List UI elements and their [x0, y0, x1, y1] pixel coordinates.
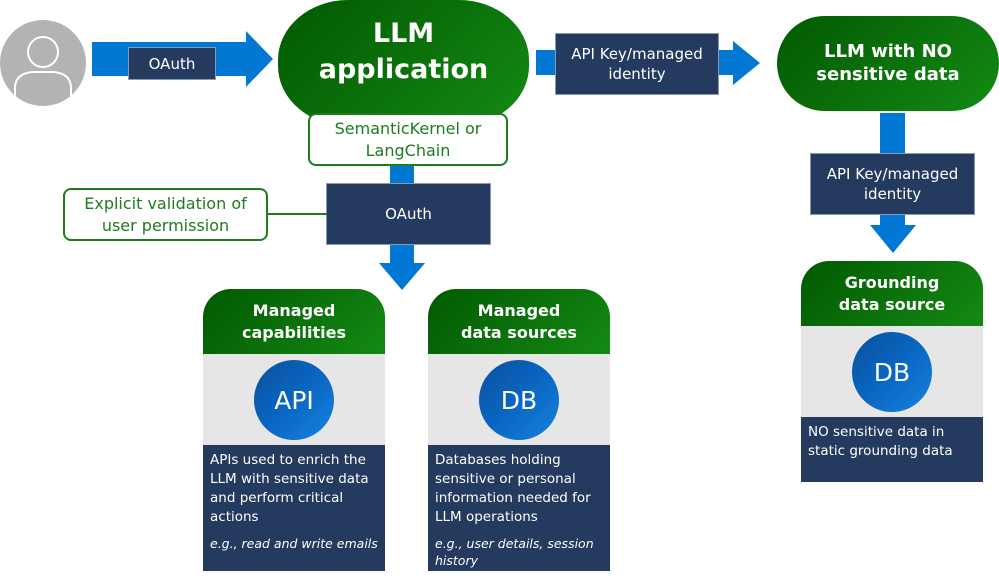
card-header: Managed data sources — [428, 289, 610, 354]
managed-data-sources-card: Managed data sources DB Databases holdin… — [428, 289, 610, 571]
card-description-text: NO sensitive data in static grounding da… — [808, 424, 953, 459]
card-description: APIs used to enrich the LLM with sensiti… — [203, 445, 385, 571]
grounding-data-source-card: Grounding data source DB NO sensitive da… — [801, 261, 983, 482]
validation-note: Explicit validation of user permission — [63, 188, 268, 241]
card-title-line2: capabilities — [242, 322, 346, 342]
card-description: NO sensitive data in static grounding da… — [801, 417, 983, 482]
card-example-text: e.g., read and write emails — [210, 536, 378, 551]
database-icon: DB — [479, 360, 559, 440]
api-icon: API — [254, 360, 334, 440]
llm-application-node: LLM application — [278, 0, 529, 126]
card-description-text: APIs used to enrich the LLM with sensiti… — [210, 452, 369, 525]
llm-no-sensitive-line1: LLM with NO — [824, 41, 952, 62]
validation-line2: user permission — [101, 215, 230, 235]
card-example-text: e.g., user details, session history — [435, 536, 594, 568]
card-icon-panel: DB — [801, 326, 983, 417]
arrow-llm-to-grounding-head — [870, 225, 916, 253]
card-title-line1: Managed — [477, 300, 561, 320]
card-title-line1: Managed — [252, 300, 336, 320]
card-title-line2: data sources — [461, 322, 577, 342]
framework-line2: LangChain — [365, 140, 451, 160]
llm-no-sensitive-line2: sensitive data — [816, 64, 960, 85]
managed-capabilities-card: Managed capabilities API APIs used to en… — [203, 289, 385, 571]
oauth-label-middle: OAuth — [326, 183, 491, 245]
api-key-label-right: API Key/managed identity — [810, 153, 975, 215]
framework-box: SemanticKernel or LangChain — [308, 113, 508, 166]
user-avatar-icon — [14, 36, 72, 106]
card-title-line2: data source — [838, 294, 946, 314]
validation-connector-line — [266, 213, 327, 215]
framework-line1: SemanticKernel or — [334, 118, 482, 138]
user-avatar — [0, 20, 86, 106]
card-description-text: Databases holding sensitive or personal … — [435, 452, 591, 525]
llm-application-title-line1: LLM — [372, 18, 435, 49]
card-icon-panel: DB — [428, 354, 610, 445]
arrow-user-to-app-head — [246, 31, 273, 87]
card-title-line1: Grounding — [844, 272, 940, 292]
card-header: Managed capabilities — [203, 289, 385, 354]
arrow-app-to-managed-head — [379, 263, 425, 290]
arrow-app-to-llm-head — [733, 41, 760, 85]
oauth-label-top: OAuth — [128, 47, 216, 80]
card-icon-panel: API — [203, 354, 385, 445]
api-key-label-top: API Key/managed identity — [555, 33, 719, 95]
llm-application-title-line2: application — [318, 54, 489, 85]
llm-no-sensitive-node: LLM with NO sensitive data — [777, 16, 999, 111]
validation-line1: Explicit validation of — [84, 193, 247, 213]
database-icon: DB — [852, 332, 932, 412]
card-header: Grounding data source — [801, 261, 983, 326]
card-description: Databases holding sensitive or personal … — [428, 445, 610, 571]
